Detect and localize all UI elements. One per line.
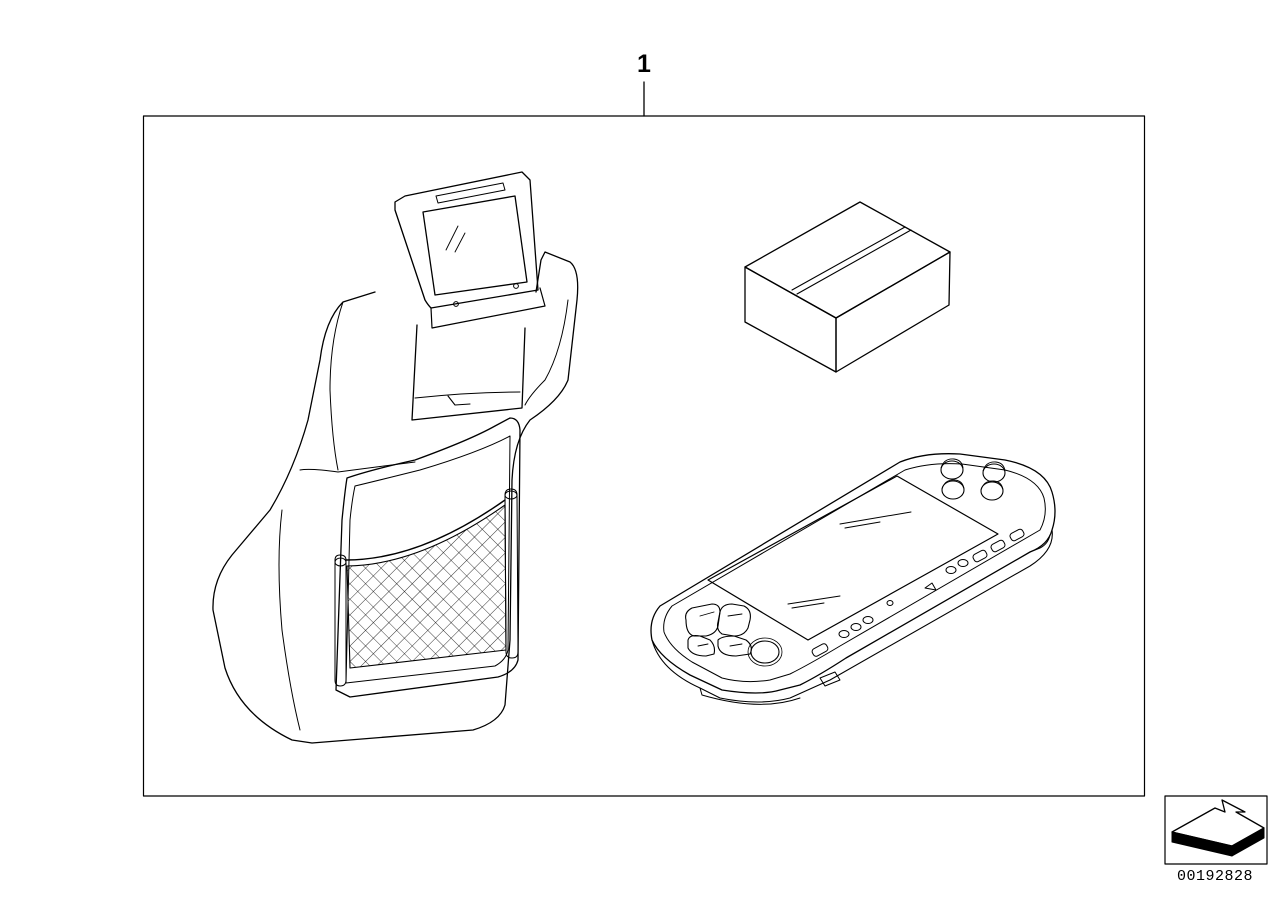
figure-number: 00192828: [1176, 868, 1253, 885]
console-body-edge: [700, 688, 800, 704]
box: [745, 202, 950, 372]
console-body-outline: [651, 454, 1055, 693]
screen-glare: [840, 512, 911, 524]
kit-frame: [144, 116, 1145, 796]
box-top: [745, 202, 950, 318]
console-body-edge: [652, 530, 1052, 702]
console-screen: [708, 476, 998, 640]
arrow-icon-frame: [1165, 796, 1267, 864]
seat-backrest-with-monitor: [0, 0, 578, 743]
pocket-rod-cap: [505, 491, 517, 499]
pocket-rod: [335, 555, 346, 686]
box-side: [836, 252, 950, 372]
console-side-detail: [1030, 535, 1050, 552]
analog-stick-rim: [748, 638, 782, 666]
mesh-net: [347, 505, 506, 668]
arrow-icon-side: [1232, 828, 1264, 856]
face-buttons: [941, 459, 1005, 500]
monitor-button: [514, 284, 519, 289]
storage-pocket-inner: [346, 436, 510, 683]
screen-glare: [792, 603, 824, 608]
monitor-hinge: [431, 288, 545, 328]
monitor-recess-inner: [415, 392, 520, 398]
monitor-housing-side: [395, 202, 425, 300]
monitor-button: [454, 302, 459, 307]
seat-shell-contour: [279, 510, 300, 730]
recess-latch: [448, 396, 470, 405]
storage-pocket-frame: [336, 418, 520, 697]
pocket-rod: [505, 489, 518, 658]
screen-glare: [446, 226, 458, 250]
console-side-detail: [820, 672, 840, 686]
monitor-top-slot: [436, 183, 505, 203]
screen-glare: [788, 596, 840, 604]
screen-glare: [845, 522, 880, 528]
screen-glare: [455, 233, 465, 252]
box-tape: [792, 227, 911, 294]
monitor-recess: [412, 325, 525, 420]
seat-shell-contour: [525, 300, 568, 405]
box-front: [745, 267, 836, 372]
arrow-icon: [1165, 796, 1267, 864]
control-buttons: [811, 528, 1025, 657]
callout-label: 1: [637, 50, 651, 78]
monitor-screen: [0, 0, 1, 1]
handheld-game-console: [651, 454, 1055, 705]
pocket-rod-cap: [335, 558, 346, 566]
seat-shell-outline: [213, 252, 578, 743]
d-pad: [686, 604, 752, 656]
seat-shell-contour: [330, 302, 343, 470]
seat-shell-contour: [300, 462, 415, 472]
analog-stick: [751, 641, 779, 663]
mesh-net-top-edge: [346, 500, 505, 560]
monitor-housing: [395, 172, 538, 308]
monitor-screen: [423, 196, 527, 295]
